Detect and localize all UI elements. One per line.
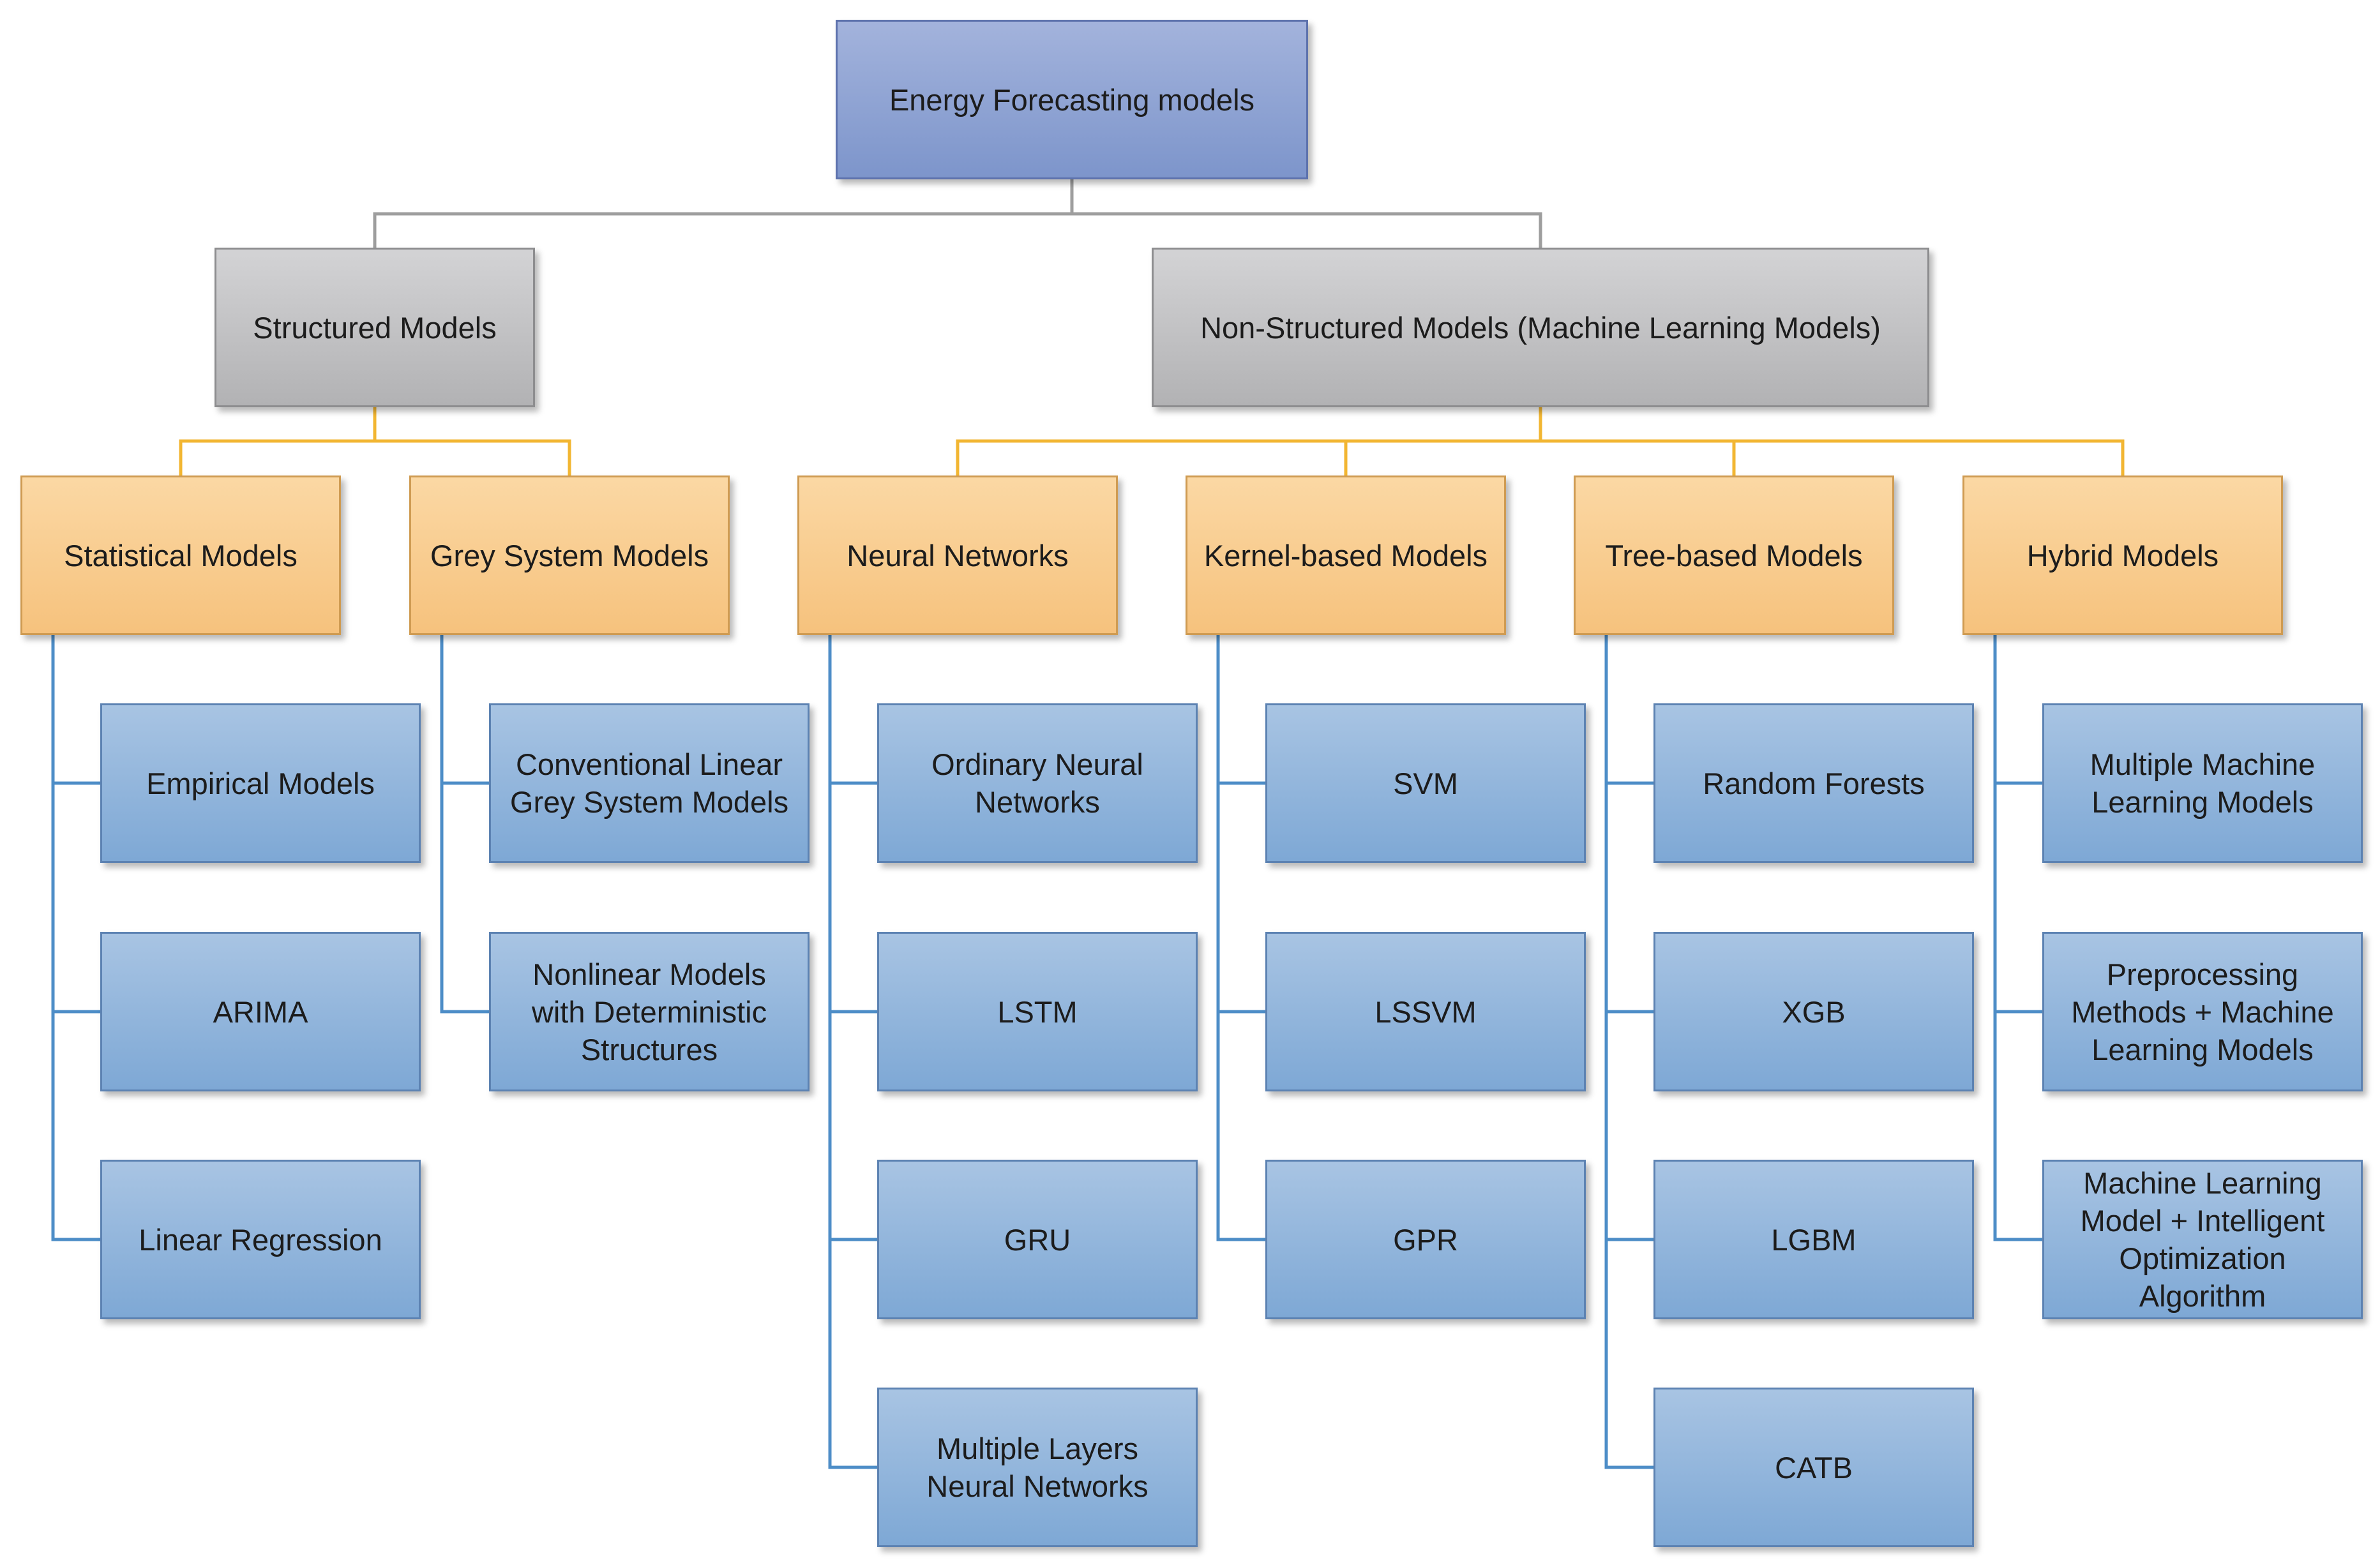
leaf-nonlinear-models-with-deterministic-structures: Nonlinear Models with Deterministic Stru… — [489, 932, 810, 1091]
category-tree-based-models: Tree-based Models — [1574, 475, 1894, 635]
leaf-random-forests: Random Forests — [1653, 703, 1974, 863]
leaf-multiple-layers-neural-networks: Multiple Layers Neural Networks — [877, 1388, 1198, 1547]
leaf-catb: CATB — [1653, 1388, 1974, 1547]
leaf-machine-learning-model-intelligent-optimization-algorithm: Machine Learning Model + Intelligent Opt… — [2042, 1160, 2363, 1319]
root-node: Energy Forecasting models — [836, 20, 1308, 179]
leaf-gpr: GPR — [1265, 1160, 1586, 1319]
category-grey-system-models: Grey System Models — [409, 475, 730, 635]
non-structured-models-node: Non-Structured Models (Machine Learning … — [1152, 248, 1929, 407]
leaf-lgbm: LGBM — [1653, 1160, 1974, 1319]
leaf-xgb: XGB — [1653, 932, 1974, 1091]
leaf-gru: GRU — [877, 1160, 1198, 1319]
leaf-conventional-linear-grey-system-models: Conventional Linear Grey System Models — [489, 703, 810, 863]
category-statistical-models: Statistical Models — [20, 475, 341, 635]
leaf-multiple-machine-learning-models: Multiple Machine Learning Models — [2042, 703, 2363, 863]
category-kernel-based-models: Kernel-based Models — [1186, 475, 1506, 635]
category-hybrid-models: Hybrid Models — [1962, 475, 2283, 635]
structured-models-node: Structured Models — [215, 248, 535, 407]
leaf-empirical-models: Empirical Models — [100, 703, 421, 863]
category-neural-networks: Neural Networks — [797, 475, 1118, 635]
leaf-lstm: LSTM — [877, 932, 1198, 1091]
leaf-linear-regression: Linear Regression — [100, 1160, 421, 1319]
leaf-lssvm: LSSVM — [1265, 932, 1586, 1091]
leaf-svm: SVM — [1265, 703, 1586, 863]
leaf-preprocessing-methods-machine-learning-models: Preprocessing Methods + Machine Learning… — [2042, 932, 2363, 1091]
leaf-ordinary-neural-networks: Ordinary Neural Networks — [877, 703, 1198, 863]
leaf-arima: ARIMA — [100, 932, 421, 1091]
